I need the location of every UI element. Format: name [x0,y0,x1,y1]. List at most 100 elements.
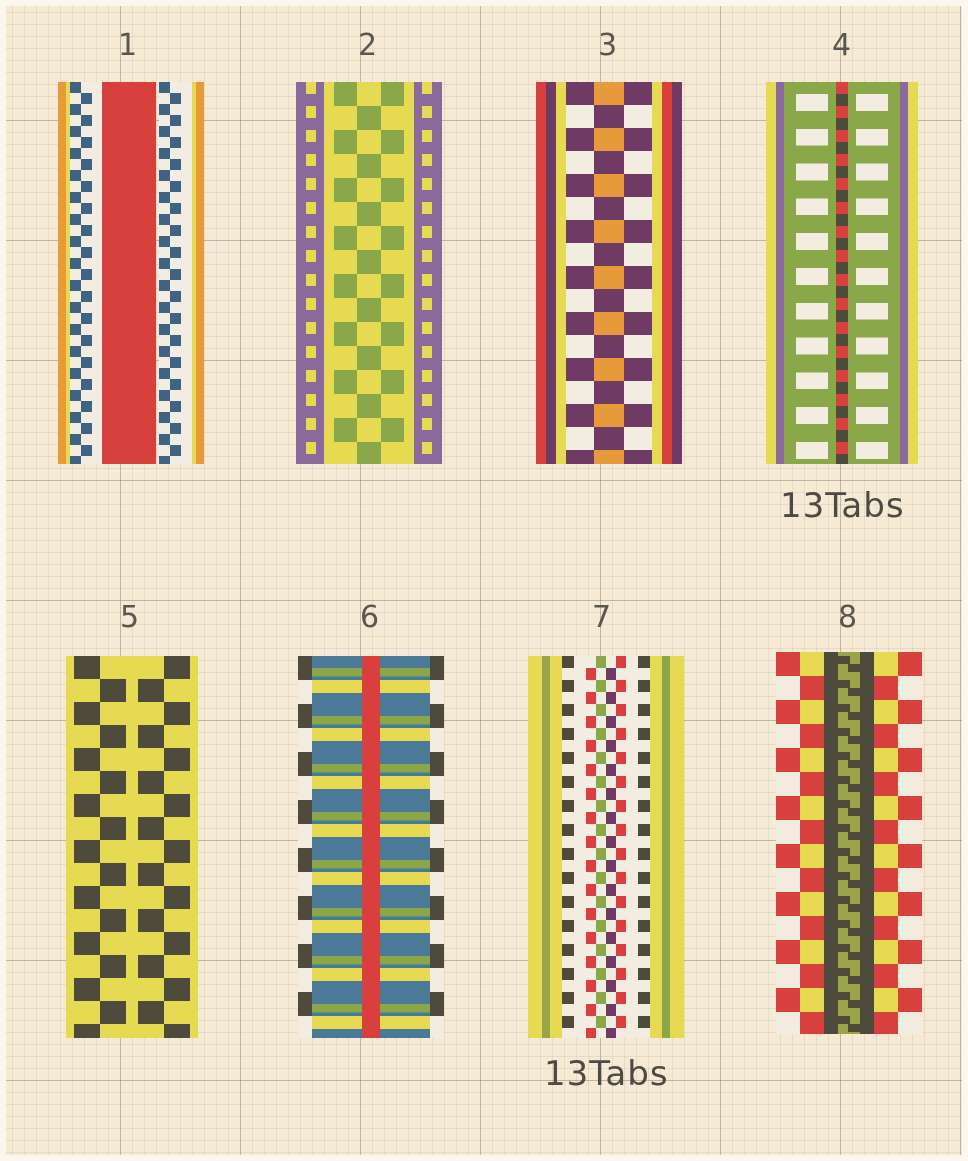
weave-cell [430,872,444,896]
weave-cell [357,82,381,106]
weave-cell [422,178,432,190]
weave-cell [594,335,624,358]
weave-cell [574,704,586,716]
pattern-number-5: 5 [100,600,160,635]
weave-cell [562,908,574,920]
weave-cell [159,291,170,302]
weave-cell [422,106,432,118]
weave-cell [306,130,316,142]
weave-cell [574,944,586,956]
weave-cell [74,978,100,1001]
weave-cell [574,884,586,896]
weave-cell [626,860,638,872]
weave-cell [306,334,316,346]
center-stripe [362,656,380,1038]
weave-cell [306,298,316,310]
weave-cell [836,442,848,454]
weave-cell [430,752,444,776]
weave-cell [138,840,164,863]
weave-cell [100,748,126,771]
weave-cell [81,280,92,291]
weave-cell [596,800,606,812]
weave-cell [306,310,316,322]
weave-cell [170,390,181,401]
weave-cell [306,82,316,94]
weave-cell [606,872,616,884]
weave-cell [586,704,596,716]
weave-cell [776,796,800,820]
weave-cell [836,106,848,118]
weave-cell [81,401,92,412]
weave-cell [170,445,181,456]
weave-cell [100,725,126,748]
weave-cell [159,214,170,225]
weave-cell [626,980,638,992]
weave-cell [381,178,404,202]
weave-cell [70,192,81,203]
edge-stripe [92,82,102,464]
weave-cell [164,955,190,978]
weave-cell [380,680,430,693]
weave-cell [100,909,126,932]
weave-cell [74,1001,100,1024]
weave-cell [626,740,638,752]
weave-cell [380,824,430,837]
weave-cell [596,680,606,692]
edge-stripe [908,82,918,464]
weave-cell [70,423,81,434]
weave-cell [586,656,596,668]
weave-cell [594,404,624,427]
weave-cell [562,752,574,764]
weave-cell [170,313,181,324]
weave-cell [381,82,404,106]
weave-cell [298,752,312,776]
weave-cell [606,776,616,788]
weave-cell [624,335,652,358]
weave-cell [430,824,444,848]
weave-cell [616,800,626,812]
weave-cell [626,1028,638,1038]
weave-cell [100,702,126,725]
weave-cell [626,704,638,716]
weave-cell [838,944,850,952]
weave-cell [159,445,170,456]
weave-cell [624,312,652,335]
weave-cell [586,908,596,920]
weave-cell [836,310,848,322]
weave-cell [422,418,432,430]
weave-cell [138,1024,164,1038]
weave-cell [624,128,652,151]
weave-cell [856,233,888,250]
weave-cell [422,118,432,130]
weave-cell [638,872,650,884]
weave-cell [776,868,800,892]
weave-cell [430,704,444,728]
weave-cell [70,401,81,412]
weave-cell [574,980,586,992]
edge-stripe [66,82,70,464]
weave-cell [836,334,848,346]
pattern-number-7: 7 [572,600,632,635]
weave-cell [562,800,574,812]
weave-cell [586,824,596,836]
weave-cell [81,159,92,170]
weave-cell [170,214,181,225]
weave-cell [70,82,81,93]
weave-cell [422,94,432,106]
weave-cell [170,137,181,148]
weave-cell [596,1004,606,1016]
weave-cell [586,968,596,980]
weave-cell [138,909,164,932]
weave-cell [836,214,848,226]
weave-cell [170,115,181,126]
weave-cell [638,716,650,728]
weave-cell [74,817,100,840]
weave-cell [562,812,574,824]
weave-cell [596,692,606,704]
weave-cell [164,725,190,748]
edge-stripe [432,82,442,464]
weave-cell [159,247,170,258]
edge-stripe [672,82,682,464]
weave-cell [800,724,824,748]
weave-cell [638,668,650,680]
